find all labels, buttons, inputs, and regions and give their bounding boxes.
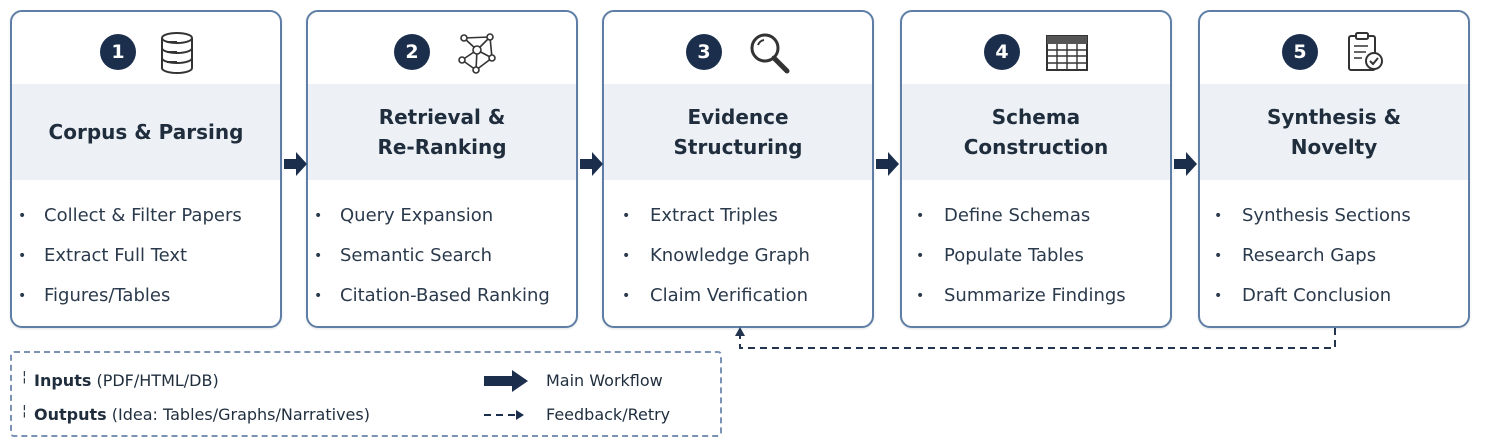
legend: ¦ Inputs (PDF/HTML/DB) ¦ Outputs (Idea: …	[10, 351, 722, 437]
stage-item-label: Draft Conclusion	[1242, 285, 1392, 306]
stage-title: Corpus & Parsing	[48, 120, 244, 144]
stage-item: • Semantic Search	[308, 238, 576, 278]
bullet-icon: •	[622, 208, 631, 224]
stage-item: • Summarize Findings	[902, 278, 1170, 318]
stage-item-label: Extract Triples	[650, 205, 778, 226]
stage-item: • Define Schemas	[902, 198, 1170, 238]
bullet-icon: •	[314, 288, 323, 304]
feedback-loop-arrow	[728, 322, 1348, 362]
legend-inputs-text: (PDF/HTML/DB)	[96, 371, 219, 390]
stage-item-list: • Collect & Filter Papers • Extract Full T…	[12, 198, 280, 318]
stage-item-label: Citation-Based Ranking	[340, 285, 550, 306]
stage-item: • Figures/Tables	[12, 278, 280, 318]
stage-item: • Query Expansion	[308, 198, 576, 238]
bullet-icon: •	[18, 288, 27, 304]
stage-item: • Extract Triples	[604, 198, 872, 238]
flow-arrow-icon	[580, 150, 604, 178]
stage-card-5: 5 Synthesis & Novelty • Synthesis Section…	[1198, 10, 1470, 328]
stage-card-3: 3 Evidence Structuring • Extract Triples …	[602, 10, 874, 328]
stage-item-label: Figures/Tables	[44, 285, 171, 306]
bullet-icon: •	[18, 248, 27, 264]
stage-title: Schema Construction	[963, 105, 1109, 159]
stage-number-badge: 2	[394, 34, 430, 70]
bullet-icon: •	[18, 208, 27, 224]
bullet-icon: •	[1214, 288, 1223, 304]
stage-item: • Research Gaps	[1200, 238, 1468, 278]
stage-number-badge: 1	[100, 34, 136, 70]
stage-item: • Draft Conclusion	[1200, 278, 1468, 318]
stage-title-band: Synthesis & Novelty	[1200, 84, 1468, 180]
stage-item-label: Claim Verification	[650, 285, 808, 306]
stage-item: • Citation-Based Ranking	[308, 278, 576, 318]
flow-arrow-icon	[1174, 150, 1198, 178]
stage-item: • Knowledge Graph	[604, 238, 872, 278]
database-icon	[152, 28, 202, 78]
stage-item-label: Knowledge Graph	[650, 245, 810, 266]
bullet-icon: •	[1214, 208, 1223, 224]
flow-arrow-icon	[284, 150, 308, 178]
bullet-icon: •	[622, 248, 631, 264]
main-workflow-arrow-icon	[482, 369, 532, 393]
stage-item-label: Define Schemas	[944, 205, 1091, 226]
stage-item-label: Collect & Filter Papers	[44, 205, 242, 226]
stage-header: 3	[604, 12, 872, 84]
stage-card-4: 4 Schema Construction • Define Schemas • P…	[900, 10, 1172, 328]
bullet-icon: •	[916, 248, 925, 264]
legend-outputs: Outputs (Idea: Tables/Graphs/Narratives)	[34, 403, 370, 427]
stage-item: • Claim Verification	[604, 278, 872, 318]
flow-arrow-icon	[876, 150, 900, 178]
stage-item-label: Research Gaps	[1242, 245, 1377, 266]
stage-header: 4	[902, 12, 1170, 84]
stage-header: 2	[308, 12, 576, 84]
checklist-document-icon	[1340, 28, 1390, 78]
magnifier-icon	[744, 28, 794, 78]
stage-item-label: Extract Full Text	[44, 245, 188, 266]
legend-marker: ¦	[22, 369, 27, 385]
stage-number-badge: 4	[984, 34, 1020, 70]
legend-outputs-label: Outputs	[34, 405, 107, 424]
bullet-icon: •	[916, 288, 925, 304]
stage-item-label: Populate Tables	[944, 245, 1084, 266]
bullet-icon: •	[1214, 248, 1223, 264]
stage-item-list: • Extract Triples • Knowledge Graph • Claim…	[604, 198, 872, 318]
stage-title-band: Evidence Structuring	[604, 84, 872, 180]
legend-inputs-label: Inputs	[34, 371, 92, 390]
network-graph-icon	[452, 28, 502, 78]
stage-item: • Extract Full Text	[12, 238, 280, 278]
bullet-icon: •	[622, 288, 631, 304]
stage-title-band: Schema Construction	[902, 84, 1170, 180]
legend-outputs-text: (Idea: Tables/Graphs/Narratives)	[111, 405, 370, 424]
stage-header: 5	[1200, 12, 1468, 84]
stage-item-list: • Synthesis Sections • Research Gaps • Draf…	[1200, 198, 1468, 318]
stage-item-list: • Define Schemas • Populate Tables • Summar…	[902, 198, 1170, 318]
stage-item-label: Semantic Search	[340, 245, 492, 266]
legend-feedback-retry: Feedback/Retry	[546, 405, 671, 424]
stage-item-label: Synthesis Sections	[1242, 205, 1411, 226]
stage-item-label: Summarize Findings	[944, 285, 1126, 306]
stage-card-2: 2 Retrieval & Re-Ranking • Query Expansio…	[306, 10, 578, 328]
bullet-icon: •	[314, 248, 323, 264]
stage-title: Synthesis & Novelty	[1266, 105, 1402, 159]
stage-item: • Populate Tables	[902, 238, 1170, 278]
stage-title-band: Retrieval & Re-Ranking	[308, 84, 576, 180]
stage-title: Evidence Structuring	[673, 105, 803, 159]
stage-title-band: Corpus & Parsing	[12, 84, 280, 180]
stage-number-badge: 3	[686, 34, 722, 70]
stage-item-label: Query Expansion	[340, 205, 494, 226]
stage-item: • Synthesis Sections	[1200, 198, 1468, 238]
stage-title: Retrieval & Re-Ranking	[377, 105, 507, 159]
stage-item: • Collect & Filter Papers	[12, 198, 280, 238]
stage-card-1: 1 Corpus & Parsing • Collect & Filter Pap…	[10, 10, 282, 328]
bullet-icon: •	[916, 208, 925, 224]
table-icon	[1042, 28, 1092, 78]
legend-main-workflow: Main Workflow	[546, 371, 663, 390]
stage-item-list: • Query Expansion • Semantic Search • Citat…	[308, 198, 576, 318]
legend-marker: ¦	[22, 403, 27, 419]
stage-header: 1	[12, 12, 280, 84]
stage-number-badge: 5	[1282, 34, 1318, 70]
feedback-arrow-icon	[482, 403, 532, 427]
bullet-icon: •	[314, 208, 323, 224]
legend-inputs: Inputs (PDF/HTML/DB)	[34, 369, 219, 393]
